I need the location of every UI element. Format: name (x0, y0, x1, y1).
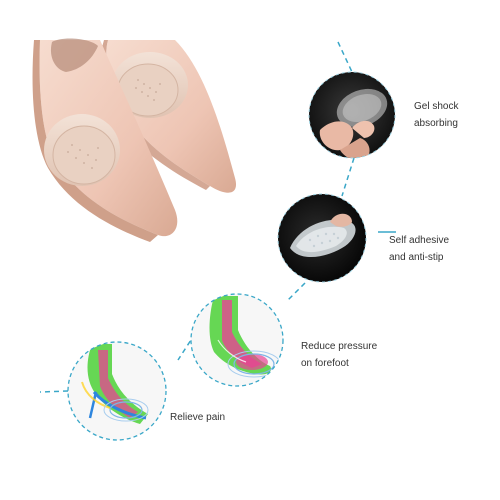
feature-label-gel-shock: Gel shock absorbing (414, 101, 459, 129)
feature-label-reduce-pressure: Reduce pressure on forefoot (301, 341, 378, 369)
foot-xray-photo (190, 293, 284, 387)
feature-label-relieve-pain: Relieve pain (170, 412, 226, 423)
gel-pad-in-hand-photo (308, 71, 396, 159)
dashed-connector (39, 41, 396, 393)
nude-heels-photo (32, 38, 237, 242)
high-heel-xray-photo (67, 341, 167, 441)
gel-pad-closeup-photo (277, 193, 367, 283)
feature-label-self-adhesive: Self adhesive and anti-stip (389, 235, 450, 263)
